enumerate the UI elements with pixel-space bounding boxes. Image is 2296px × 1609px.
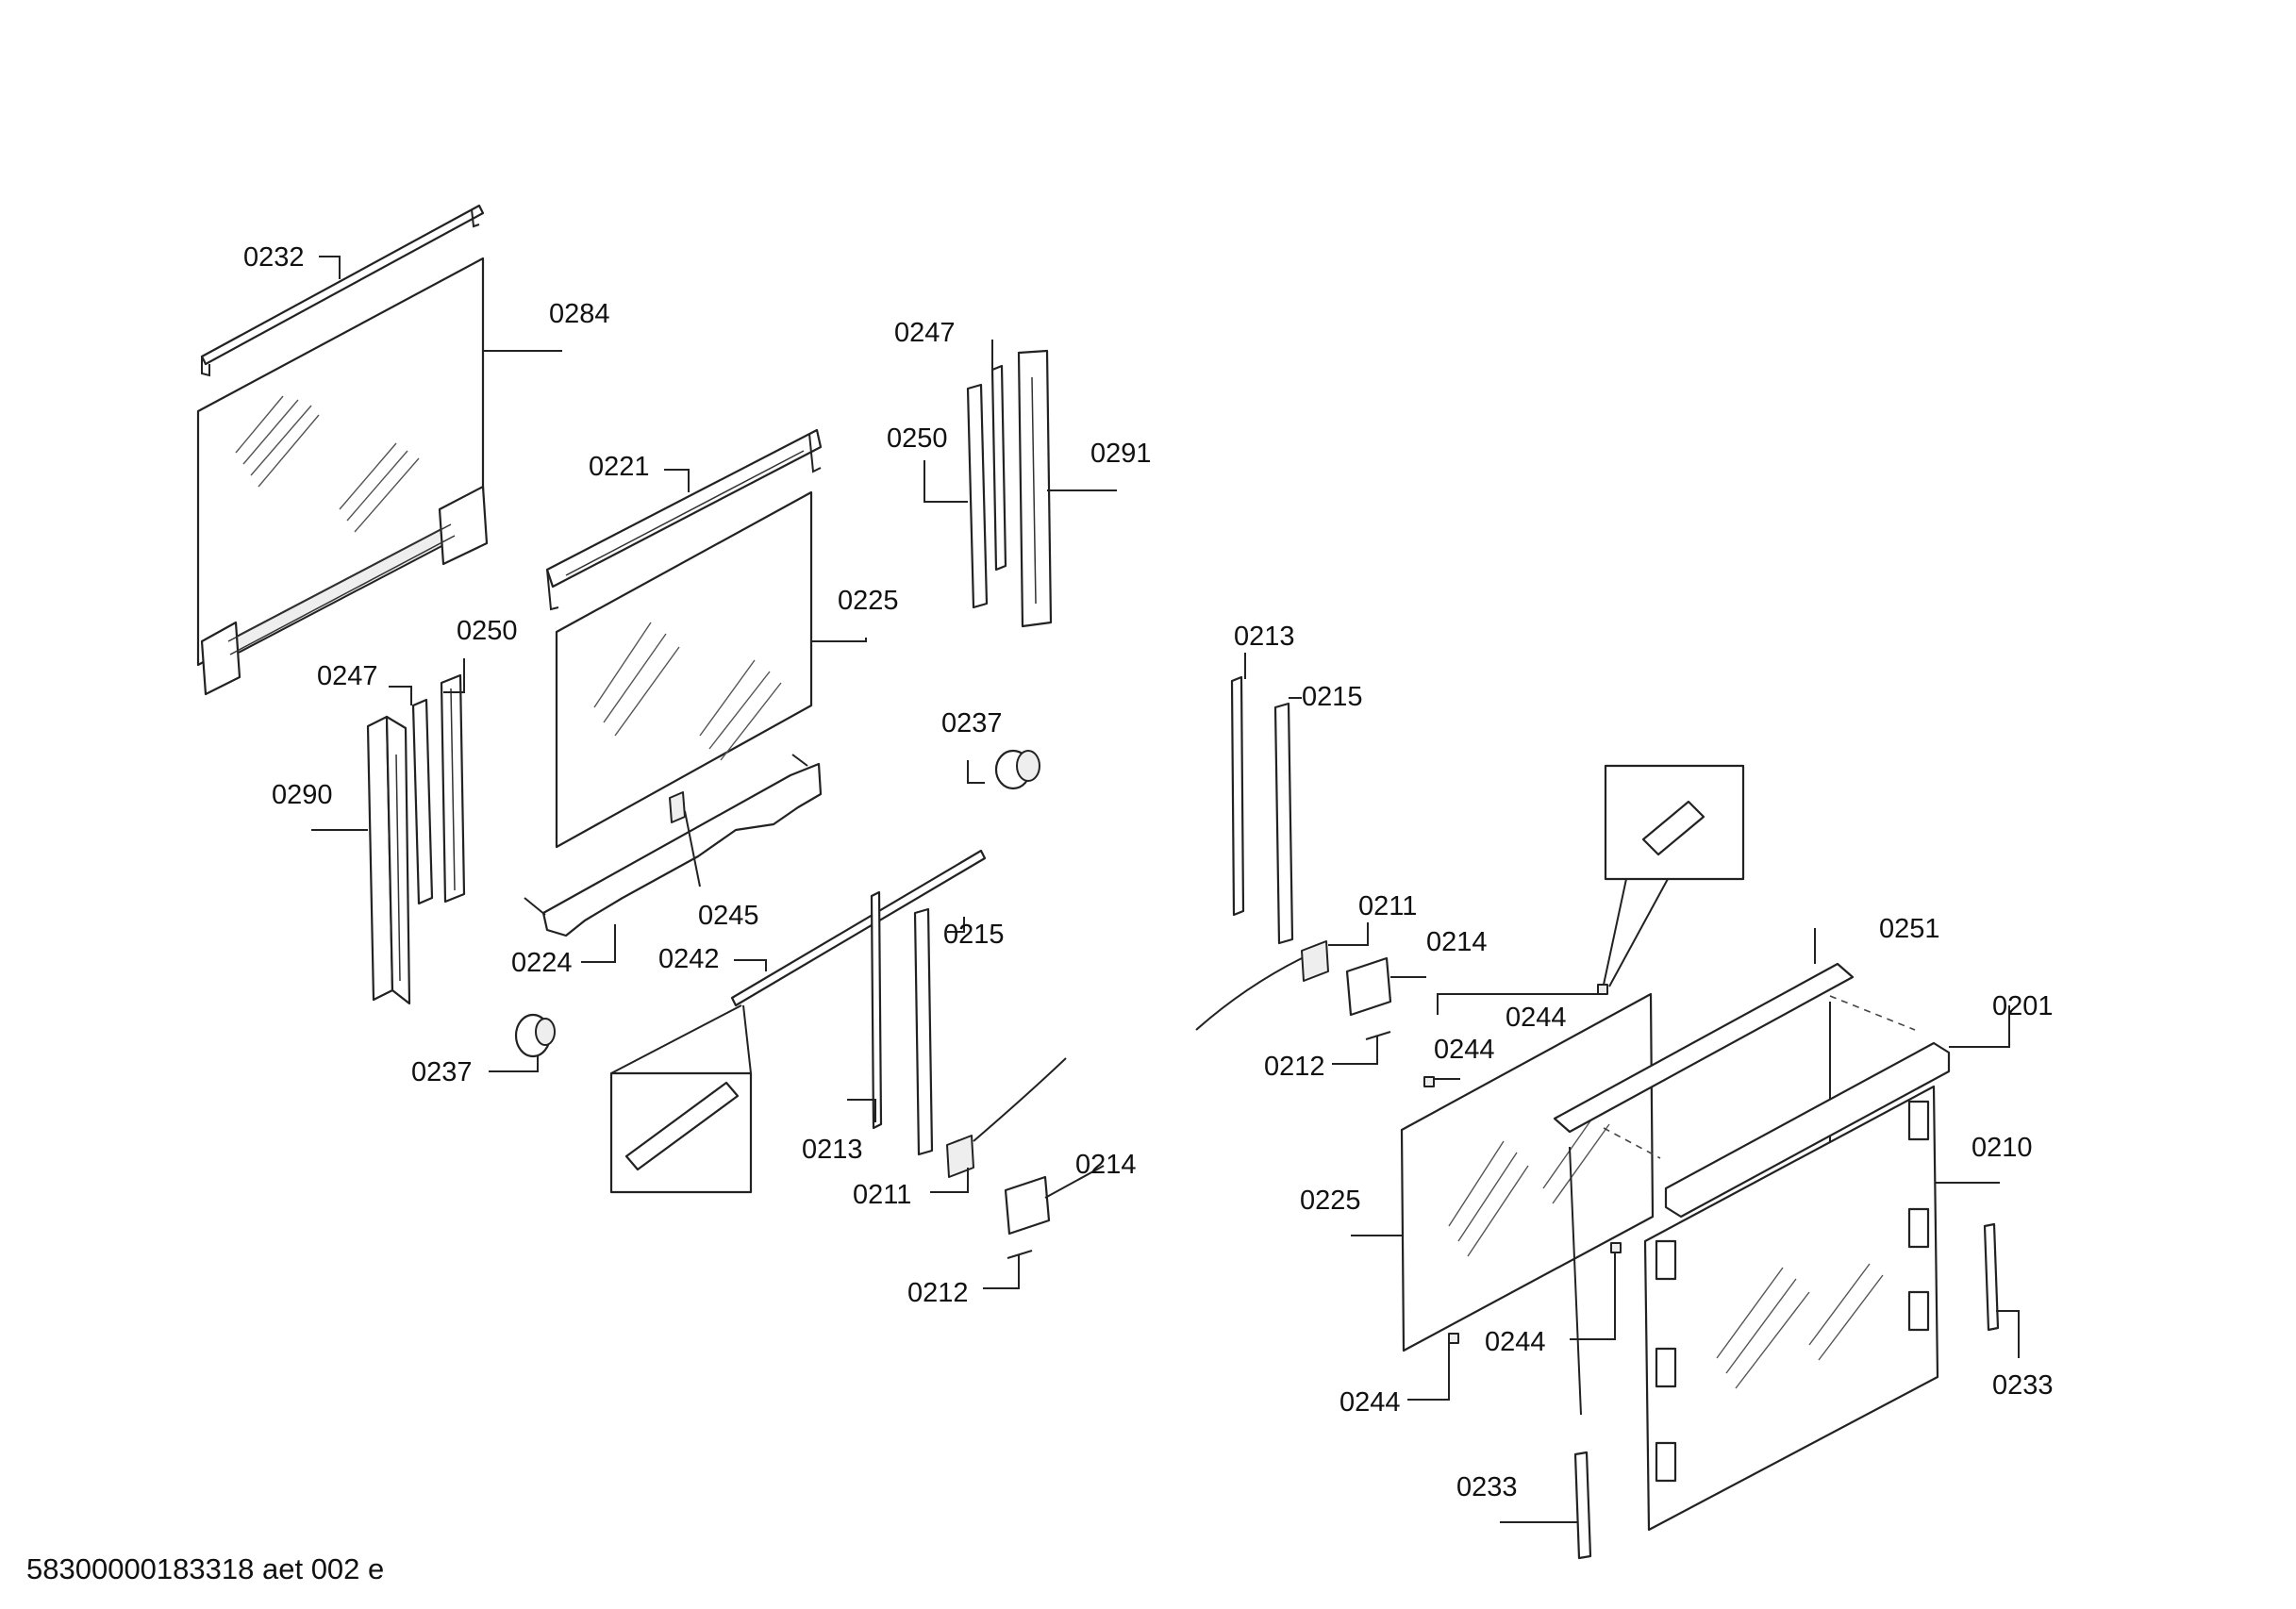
label-0211-center: 0211: [853, 1180, 911, 1210]
label-0232: 0232: [243, 242, 305, 273]
label-0215-right: 0215: [1302, 682, 1363, 712]
leader-lines: [311, 256, 2020, 1523]
label-0284: 0284: [549, 299, 610, 329]
label-0224: 0224: [511, 948, 573, 978]
part-0250-left-seal: [440, 673, 466, 904]
label-0215-center: 0215: [943, 920, 1005, 950]
part-0214-center-hinge: [1004, 1175, 1051, 1236]
label-0214-center: 0214: [1075, 1150, 1137, 1180]
label-0233-bottom: 0233: [1456, 1472, 1518, 1502]
label-0214-right: 0214: [1426, 927, 1488, 957]
part-0237-left-knob: [514, 1013, 556, 1058]
part-0247-upper-rail: [990, 364, 1007, 572]
label-0213-right: 0213: [1234, 622, 1295, 652]
part-0221-top-bracket: [545, 428, 823, 611]
label-0210: 0210: [1972, 1133, 2033, 1163]
part-0213-right-rail: [1230, 675, 1245, 917]
label-0244-d: 0244: [1339, 1387, 1401, 1418]
part-0244-spacers: [1423, 984, 1622, 1344]
label-0237-left: 0237: [411, 1057, 473, 1087]
label-0225-center: 0225: [838, 586, 899, 616]
part-0213-center-rail: [870, 890, 883, 1130]
part-0251-frame: [1553, 962, 1916, 1159]
label-0245: 0245: [698, 901, 759, 931]
part-0201-handle: [1664, 1041, 1951, 1219]
inset-0244-detail: [1603, 764, 1745, 987]
document-id: 58300000183318 aet 002 e: [26, 1552, 385, 1585]
label-0291: 0291: [1090, 439, 1152, 469]
label-0250-left: 0250: [457, 616, 518, 646]
label-0247-left: 0247: [317, 661, 378, 691]
label-0247-upper: 0247: [894, 318, 956, 348]
part-0232-top-strip: [200, 204, 485, 377]
label-0251: 0251: [1879, 914, 1940, 944]
label-0250-upper: 0250: [887, 423, 948, 454]
part-0284-outer-glass: [196, 257, 489, 696]
part-0210-outer-door: [1643, 1085, 1939, 1532]
part-0225-inner-glass-b: [1400, 992, 1655, 1352]
part-0211-center-switch: [946, 1057, 1067, 1178]
part-0212-center-pin: [1007, 1250, 1033, 1269]
part-0291-side-rail: [1017, 349, 1053, 628]
part-0215-right-rail: [1273, 702, 1294, 945]
label-0242: 0242: [658, 944, 720, 974]
label-0244-a: 0244: [1506, 1003, 1567, 1033]
label-0233-right: 0233: [1992, 1370, 2054, 1401]
label-0212-right: 0212: [1264, 1052, 1325, 1082]
part-0215-center-rail: [913, 907, 934, 1156]
label-0212-center: 0212: [907, 1278, 969, 1308]
part-0245-clip: [669, 791, 686, 823]
part-0250-upper-seal: [966, 383, 989, 609]
label-0211-right: 0211: [1358, 891, 1417, 921]
part-0290-side-rail: [366, 715, 411, 1005]
label-0221: 0221: [589, 452, 650, 482]
part-0242-strip: [730, 849, 987, 1007]
label-0225-right: 0225: [1300, 1186, 1361, 1216]
inset-0242-detail: [609, 1004, 753, 1194]
part-number-labels: 0232 0284 0247 0250 0291 0221 0225 0250 …: [243, 242, 2054, 1502]
label-0290: 0290: [272, 780, 333, 810]
part-0225-inner-glass-a: [555, 490, 813, 849]
label-0244-b: 0244: [1434, 1035, 1495, 1065]
label-0244-c: 0244: [1485, 1327, 1546, 1357]
part-0237-center-knob: [994, 749, 1040, 790]
label-0201: 0201: [1992, 991, 2054, 1021]
label-0213-center: 0213: [802, 1135, 863, 1165]
part-0233-rail-strips: [1569, 1146, 2000, 1560]
part-0214-right-hinge: [1345, 956, 1392, 1017]
part-0211-right-switch: [1195, 940, 1329, 1031]
label-0237-center: 0237: [941, 708, 1003, 738]
part-0247-left-rail: [411, 698, 434, 905]
part-0224-bottom-bracket: [524, 754, 823, 937]
part-0212-right-pin: [1365, 1031, 1391, 1051]
